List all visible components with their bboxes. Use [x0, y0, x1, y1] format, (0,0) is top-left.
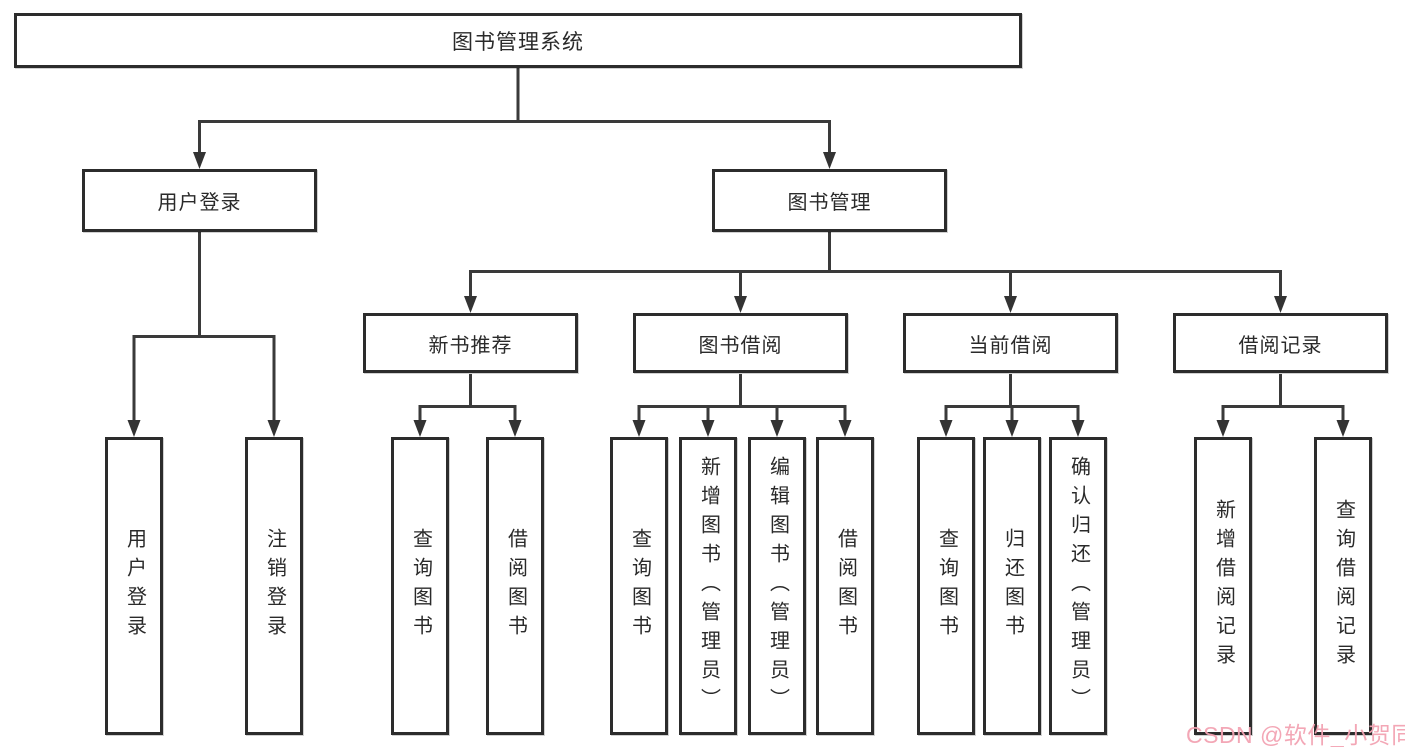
- node-new-book-recommend: 新书推荐: [363, 313, 578, 373]
- leaf-query-book-3-label: 查询图书: [935, 528, 958, 644]
- leaf-edit-book-admin: 编辑图书（管理员）: [748, 437, 806, 735]
- leaf-confirm-return-admin: 确认归还（管理员）: [1049, 437, 1107, 735]
- leaf-logout-label: 注销登录: [263, 528, 286, 644]
- leaf-query-book-2-label: 查询图书: [628, 528, 651, 644]
- leaf-user-login: 用户登录: [105, 437, 163, 735]
- leaf-query-borrow-record-label: 查询借阅记录: [1332, 499, 1355, 673]
- node-user-login-label: 用户登录: [157, 192, 242, 214]
- leaf-query-book-3: 查询图书: [917, 437, 975, 735]
- node-borrow-records: 借阅记录: [1173, 313, 1388, 373]
- leaf-add-book-admin-label: 新增图书（管理员）: [697, 455, 720, 717]
- node-root: 图书管理系统: [14, 13, 1022, 68]
- leaf-add-borrow-record: 新增借阅记录: [1194, 437, 1252, 735]
- leaf-borrow-book-1-label: 借阅图书: [504, 528, 527, 644]
- node-root-label: 图书管理系统: [452, 30, 584, 54]
- node-borrow-records-label: 借阅记录: [1238, 334, 1323, 357]
- leaf-add-borrow-record-label: 新增借阅记录: [1212, 499, 1235, 673]
- node-book-borrow: 图书借阅: [633, 313, 848, 373]
- leaf-query-book-1-label: 查询图书: [409, 528, 432, 644]
- csdn-watermark: CSDN @软件_小贺同学: [1186, 722, 1405, 747]
- leaf-logout: 注销登录: [245, 437, 303, 735]
- node-new-book-recommend-label: 新书推荐: [428, 334, 513, 357]
- leaf-borrow-book-2-label: 借阅图书: [834, 528, 857, 644]
- leaf-add-book-admin: 新增图书（管理员）: [679, 437, 737, 735]
- node-book-borrow-label: 图书借阅: [698, 334, 783, 357]
- leaf-confirm-return-admin-label: 确认归还（管理员）: [1067, 455, 1090, 717]
- leaf-borrow-book-1: 借阅图书: [486, 437, 544, 735]
- node-book-management-label: 图书管理: [787, 192, 872, 214]
- leaf-borrow-book-2: 借阅图书: [816, 437, 874, 735]
- node-user-login: 用户登录: [82, 169, 317, 232]
- node-current-borrow-label: 当前借阅: [968, 334, 1053, 357]
- leaf-user-login-label: 用户登录: [123, 528, 146, 644]
- node-book-management: 图书管理: [712, 169, 947, 232]
- leaf-return-book-label: 归还图书: [1001, 528, 1024, 644]
- leaf-return-book: 归还图书: [983, 437, 1041, 735]
- node-current-borrow: 当前借阅: [903, 313, 1118, 373]
- leaf-query-borrow-record: 查询借阅记录: [1314, 437, 1372, 735]
- leaf-query-book-1: 查询图书: [391, 437, 449, 735]
- leaf-edit-book-admin-label: 编辑图书（管理员）: [766, 455, 789, 717]
- leaf-query-book-2: 查询图书: [610, 437, 668, 735]
